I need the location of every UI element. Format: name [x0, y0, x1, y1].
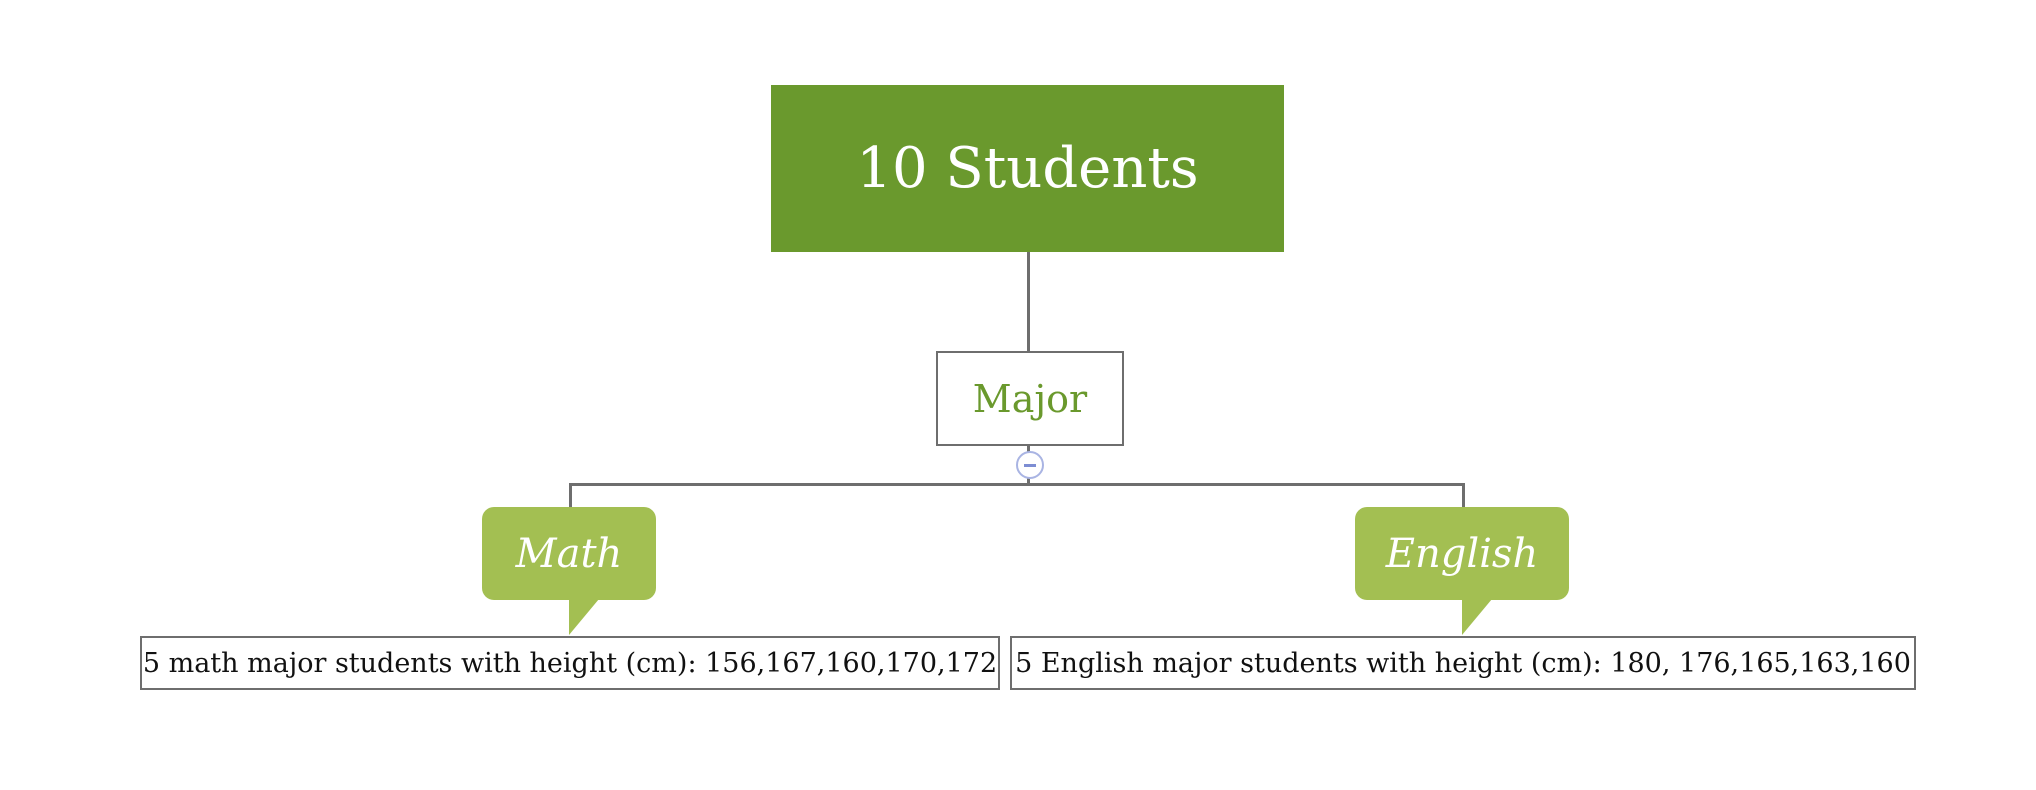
branch-callout-english: English [1355, 507, 1569, 600]
callout-tail-math [569, 599, 599, 635]
connector-horizontal [569, 483, 1465, 486]
branch-detail-english-text: 5 English major students with height (cm… [1015, 647, 1911, 679]
connector-root-major [1027, 252, 1030, 351]
branch-detail-english: 5 English major students with height (cm… [1010, 636, 1916, 690]
connector-english [1462, 483, 1465, 508]
connector-math [569, 483, 572, 508]
branch-label-math: Math [515, 530, 623, 577]
minus-circle-icon[interactable] [1016, 451, 1044, 479]
branch-detail-math-text: 5 math major students with height (cm): … [142, 647, 998, 679]
category-node-label: Major [972, 376, 1088, 421]
root-node-label: 10 Students [856, 136, 1199, 201]
branch-callout-math: Math [482, 507, 656, 600]
category-node: Major [936, 351, 1124, 446]
callout-tail-english [1462, 599, 1492, 635]
branch-label-english: English [1385, 530, 1539, 577]
branch-detail-math: 5 math major students with height (cm): … [140, 636, 1000, 690]
root-node: 10 Students [771, 85, 1284, 252]
